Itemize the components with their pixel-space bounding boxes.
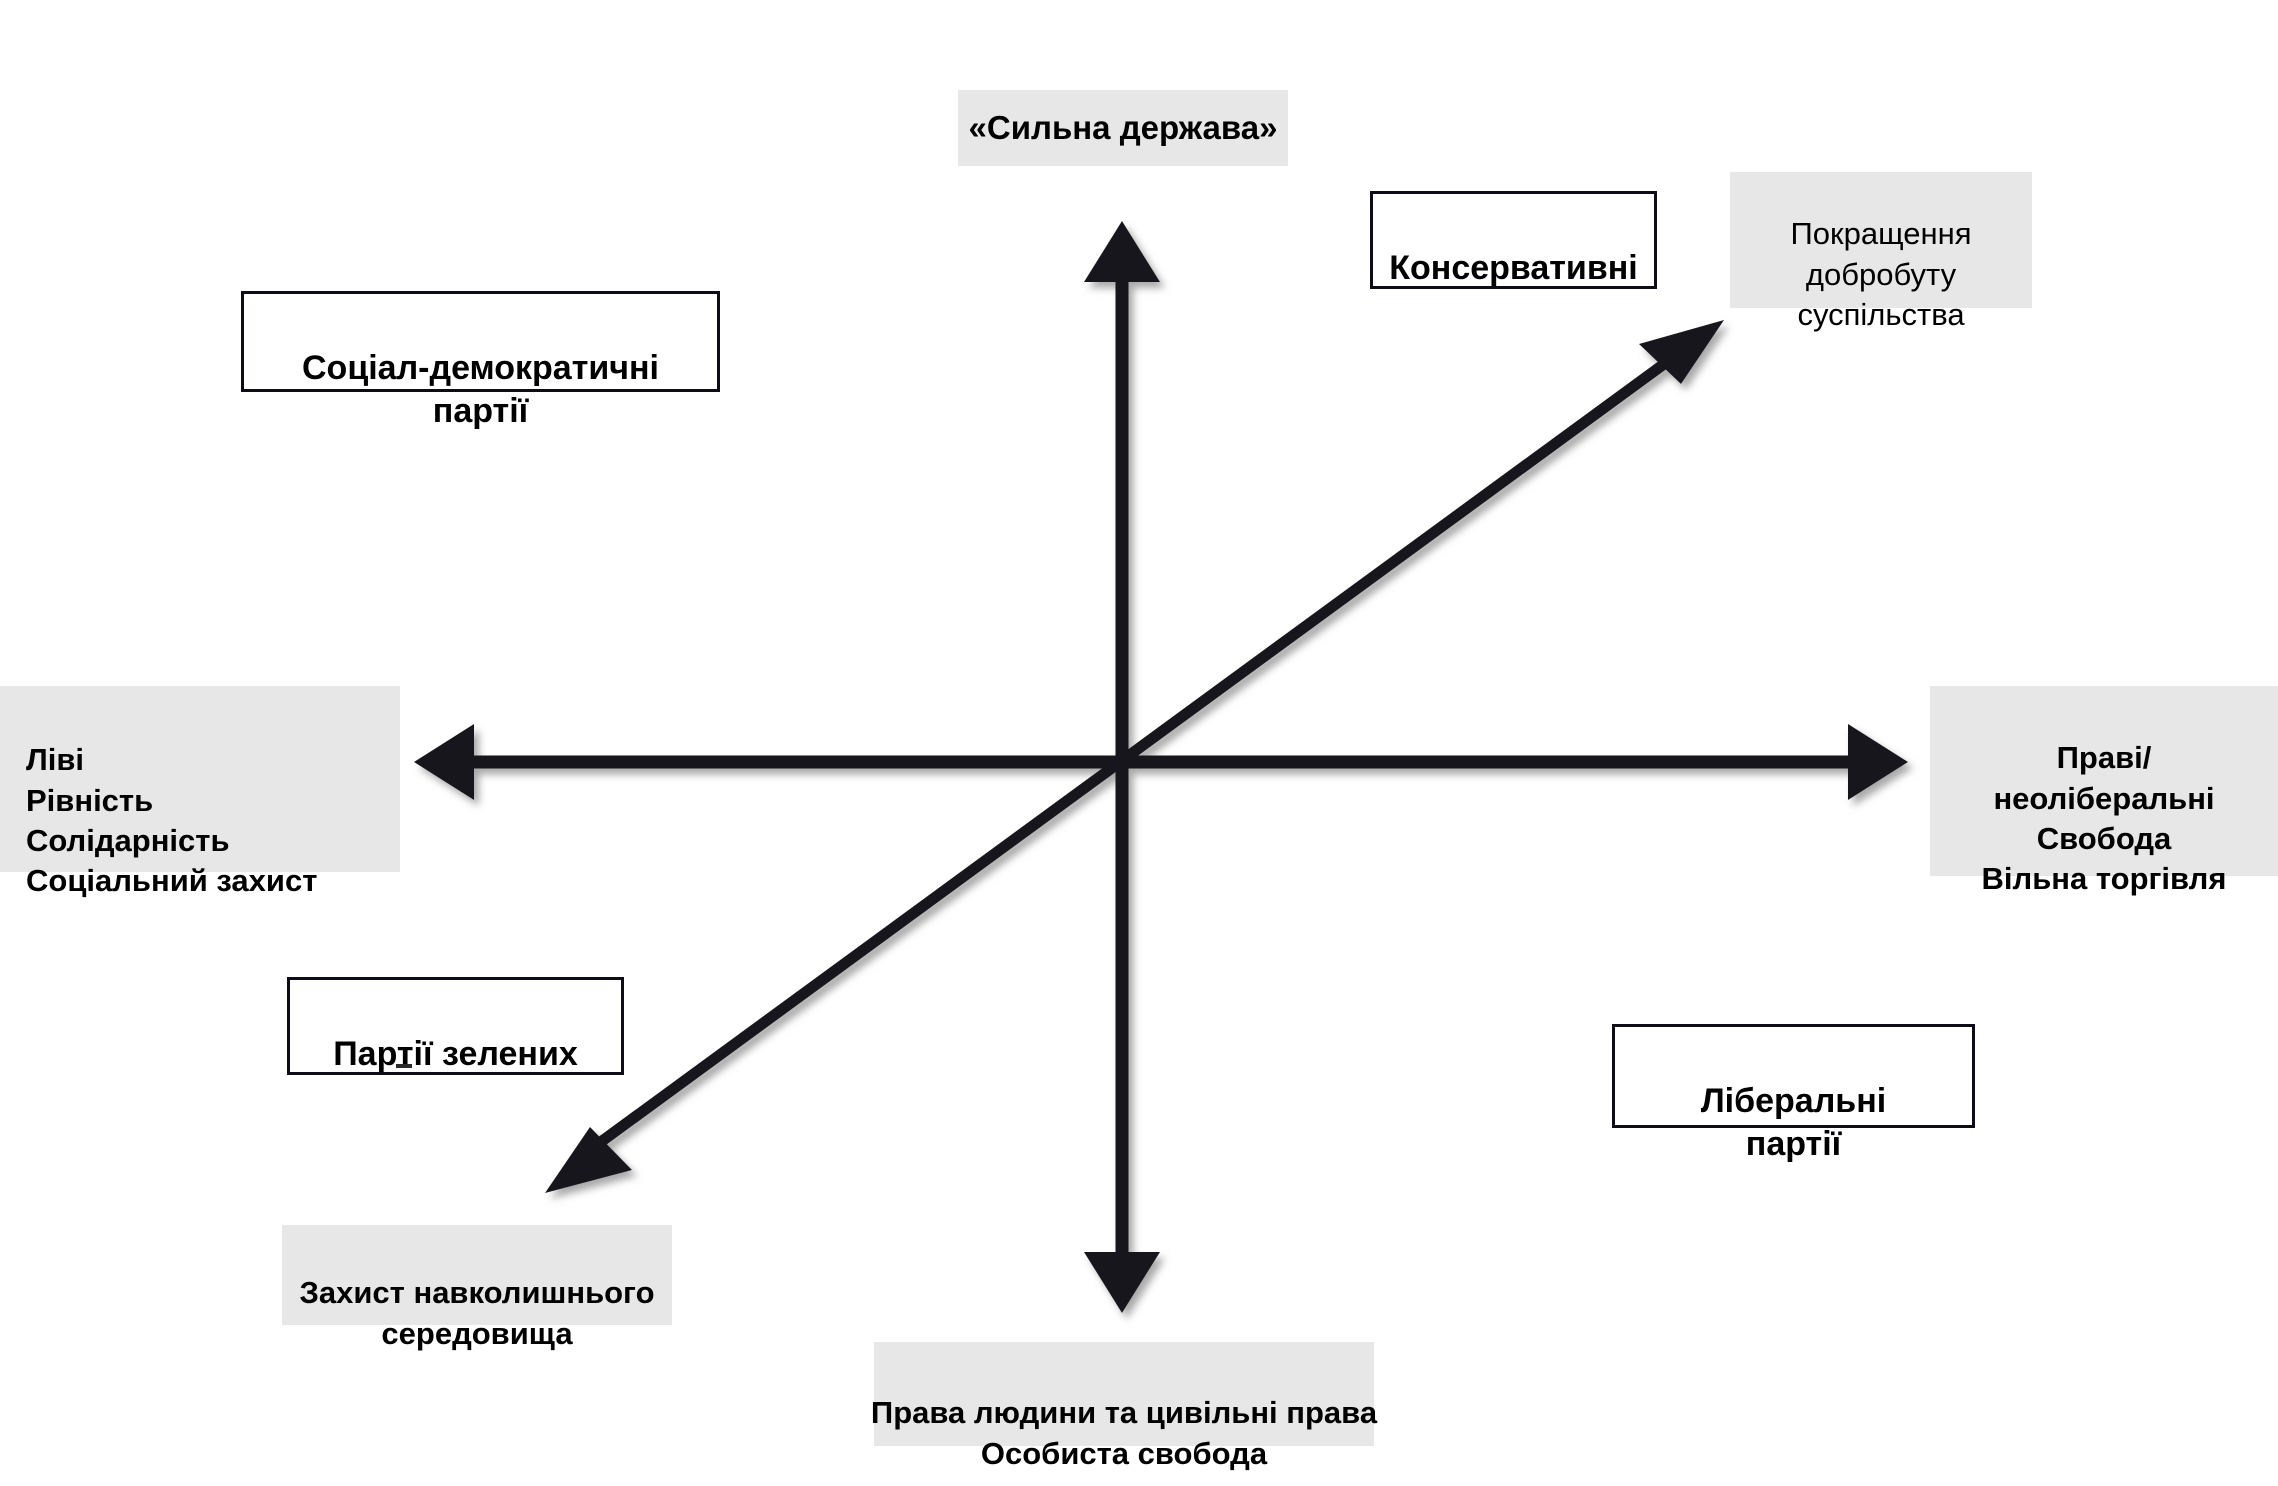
- horizontal-right-arrowhead: [1848, 724, 1908, 800]
- horizontal-axis-line: [414, 724, 1908, 800]
- pole-label-bottom-background: [874, 1342, 1374, 1446]
- pole-label-right-text: Праві/ неоліберальні Свобода Вільна торг…: [1981, 740, 2227, 897]
- party-box-green-label: Партії зелених: [333, 1034, 578, 1073]
- party-box-green[interactable]: Партії зелених: [287, 977, 624, 1075]
- pole-label-bottom: Права людини та цивільні права Особиста …: [790, 1352, 1458, 1475]
- pole-label-left-text: Ліві Рівність Солідарність Соціальний за…: [26, 742, 318, 899]
- pole-label-lower-left-diagonal: Захист навколишнього середовища: [282, 1225, 672, 1351]
- pole-label-top: «Сильна держава»: [958, 90, 1288, 166]
- party-box-conservative[interactable]: Консервативні: [1370, 191, 1657, 289]
- diagonal-axis-line: [545, 320, 1724, 1193]
- party-box-liberal[interactable]: Ліберальні партії: [1612, 1024, 1975, 1163]
- party-box-green-tick-mark: [396, 1064, 412, 1068]
- party-box-social-democratic[interactable]: Соціал-демократичні партії: [241, 291, 720, 430]
- pole-label-lower-left-diagonal-text: Захист навколишнього середовища: [299, 1275, 655, 1351]
- pole-label-bottom-text: Права людини та цивільні права Особиста …: [870, 1394, 1378, 1471]
- diagonal-upper-arrowhead: [1639, 320, 1724, 384]
- pole-label-left: Ліві Рівність Солідарність Соціальний за…: [0, 686, 400, 898]
- vertical-bottom-arrowhead: [1084, 1252, 1160, 1313]
- horizontal-left-arrowhead: [414, 724, 474, 800]
- pole-label-right: Праві/ неоліберальні Свобода Вільна торг…: [1930, 686, 2278, 896]
- diagonal-lower-arrowhead: [545, 1127, 632, 1193]
- pole-label-upper-right-diagonal: Покращення добробуту суспільства: [1730, 172, 2032, 332]
- party-box-social-democratic-label: Соціал-демократичні партії: [302, 348, 659, 430]
- pole-label-upper-right-diagonal-text: Покращення добробуту суспільства: [1790, 216, 1972, 332]
- vertical-top-arrowhead: [1084, 221, 1160, 282]
- party-box-conservative-label: Консервативні: [1389, 248, 1638, 287]
- pole-label-top-text: «Сильна держава»: [968, 108, 1278, 146]
- party-box-liberal-label: Ліберальні партії: [1700, 1081, 1887, 1163]
- vertical-axis-line: [1084, 221, 1160, 1313]
